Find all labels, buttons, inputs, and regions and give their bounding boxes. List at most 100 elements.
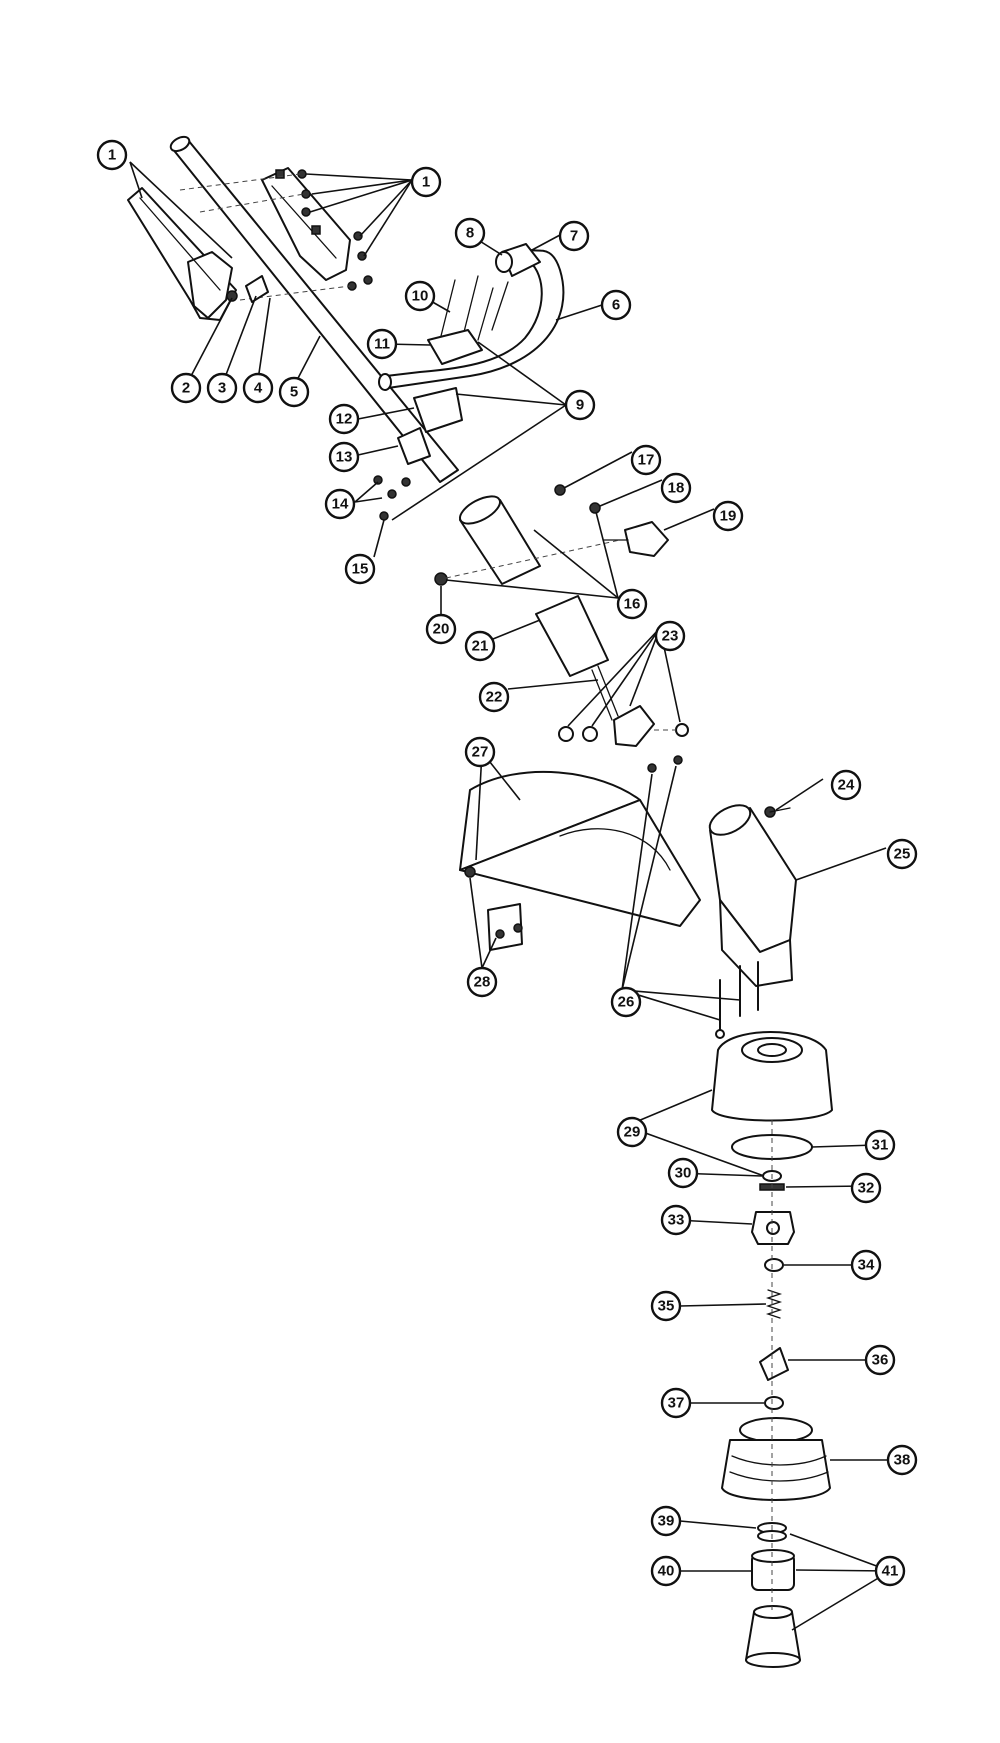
callout-6: 6 [600, 289, 632, 321]
callout-11: 11 [366, 328, 398, 360]
callout-label: 15 [352, 561, 369, 578]
callout-label: 38 [894, 1452, 911, 1469]
part-loop-handle-grip [495, 243, 541, 277]
callout-5: 5 [278, 376, 310, 408]
callout-26: 26 [610, 986, 642, 1018]
callout-label: 32 [858, 1180, 875, 1197]
callout-30: 30 [667, 1157, 699, 1189]
callout-label: 21 [472, 638, 489, 655]
callout-32: 32 [850, 1172, 882, 1204]
callout-4: 4 [242, 372, 274, 404]
part-head-screw [764, 806, 791, 818]
callout-12: 12 [328, 403, 360, 435]
part-trigger [226, 275, 269, 303]
callout-label: 12 [336, 411, 353, 428]
callout-25: 25 [886, 838, 918, 870]
callout-2: 2 [170, 372, 202, 404]
callout-39: 39 [650, 1505, 682, 1537]
callout-label: 13 [336, 449, 353, 466]
part-retaining-ring [764, 1396, 784, 1410]
callout-22: 22 [478, 681, 510, 713]
callout-label: 24 [838, 777, 855, 794]
callout-label: 16 [624, 596, 641, 613]
callout-28: 28 [466, 966, 498, 998]
part-spool [721, 1417, 831, 1501]
callout-label: 29 [624, 1124, 641, 1141]
callout-label: 4 [254, 380, 263, 397]
part-drive-hub [751, 1211, 795, 1245]
part-spool-cover [711, 1031, 833, 1122]
part-head-screws [647, 755, 759, 1039]
callout-40: 40 [650, 1555, 682, 1587]
callout-34: 34 [850, 1249, 882, 1281]
callout-35: 35 [650, 1290, 682, 1322]
part-drive-shaft [535, 595, 619, 721]
callout-27: 27 [464, 736, 496, 768]
callout-13: 13 [328, 441, 360, 473]
callout-15: 15 [344, 553, 376, 585]
callout-3: 3 [206, 372, 238, 404]
part-left-handle-housing [127, 187, 237, 321]
part-shield-bracket [558, 705, 689, 747]
callout-1b: 1 [410, 166, 442, 198]
callout-1a: 1 [96, 139, 128, 171]
part-eyelet [759, 1347, 789, 1381]
part-bottom-cap [751, 1549, 795, 1591]
callout-21: 21 [464, 630, 496, 662]
callout-label: 9 [576, 397, 584, 414]
callout-29: 29 [616, 1116, 648, 1148]
callout-41: 41 [874, 1555, 906, 1587]
callout-label: 1 [108, 147, 116, 164]
callout-label: 33 [668, 1212, 685, 1229]
leader-lines [129, 161, 902, 1631]
part-loop-handle [378, 249, 565, 391]
callout-label: 34 [858, 1257, 875, 1274]
callout-33: 33 [660, 1204, 692, 1236]
callout-label: 36 [872, 1352, 889, 1369]
part-coupler-knob [434, 484, 669, 586]
callout-label: 7 [570, 228, 578, 245]
callout-label: 27 [472, 744, 489, 761]
callout-20: 20 [425, 613, 457, 645]
callout-9: 9 [564, 389, 596, 421]
callout-8: 8 [454, 217, 486, 249]
callout-14: 14 [324, 488, 356, 520]
callout-label: 3 [218, 380, 226, 397]
callout-label: 22 [486, 689, 503, 706]
callout-label: 41 [882, 1563, 899, 1580]
callout-label: 11 [374, 336, 390, 353]
callout-label: 10 [412, 288, 429, 305]
callout-17: 17 [630, 444, 662, 476]
callout-label: 40 [658, 1563, 675, 1580]
part-shaft-tube [169, 135, 459, 483]
callout-label: 23 [662, 628, 679, 645]
callout-label: 1 [422, 174, 430, 191]
callout-label: 17 [638, 452, 655, 469]
callout-label: 14 [332, 496, 349, 513]
callout-16: 16 [616, 588, 648, 620]
callout-label: 18 [668, 480, 685, 497]
callout-24: 24 [830, 769, 862, 801]
callout-label: 39 [658, 1513, 675, 1530]
callout-label: 25 [894, 846, 911, 863]
callout-label: 8 [466, 225, 474, 242]
part-spring [765, 1289, 783, 1319]
callout-7: 7 [558, 220, 590, 252]
callout-label: 37 [668, 1395, 685, 1412]
callout-36: 36 [864, 1344, 896, 1376]
callout-18: 18 [660, 472, 692, 504]
callout-37: 37 [660, 1387, 692, 1419]
part-clamp-nuts [373, 475, 411, 521]
callout-19: 19 [712, 500, 744, 532]
callout-23: 23 [654, 620, 686, 652]
callout-label: 20 [433, 621, 450, 638]
callout-label: 2 [182, 380, 190, 397]
part-bump-knob [745, 1605, 801, 1668]
part-gear-head [708, 804, 797, 987]
callout-label: 26 [618, 994, 635, 1011]
callout-38: 38 [886, 1444, 918, 1476]
callout-label: 30 [675, 1165, 692, 1182]
callout-label: 5 [290, 384, 298, 401]
part-spring-clip [764, 1258, 784, 1272]
